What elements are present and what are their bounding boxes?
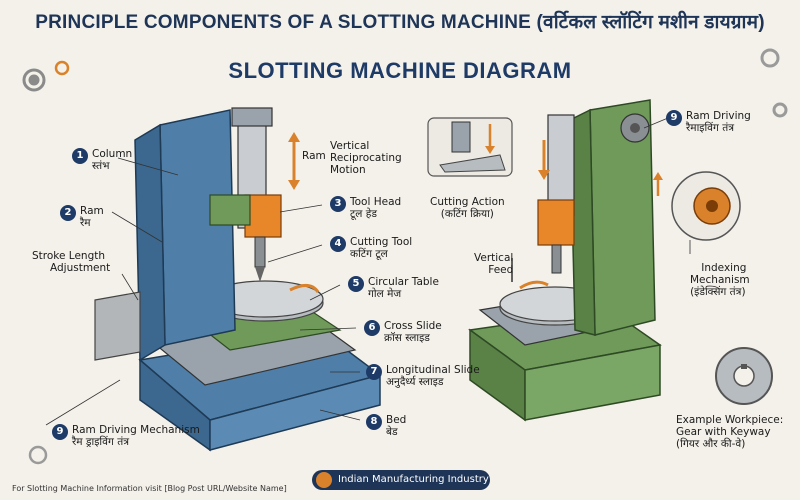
label-workpiece-b: Gear with Keyway	[676, 426, 771, 438]
label-cutting-action-en: Cutting Action	[430, 196, 505, 208]
label-circular-table-hi: गोल मेज	[368, 288, 402, 300]
label-ram-motion-ram: Ram	[302, 150, 326, 162]
label-indexing-b: Mechanism	[690, 274, 750, 286]
label-cross-slide-hi: क्रॉस स्लाइड	[384, 332, 430, 344]
label-cutting-tool-en: Cutting Tool	[350, 236, 413, 248]
label-ram-drive-left-en: Ram Driving Mechanism	[72, 424, 200, 436]
left-machine	[94, 107, 382, 452]
gear-icon-left-top-small	[54, 60, 70, 76]
label-workpiece-c: (गियर और की-वे)	[676, 438, 746, 450]
label-indexing-c: (इंडेक्सिंग तंत्र)	[690, 286, 746, 298]
label-number-2: 2	[60, 205, 76, 221]
label-circular-table-en: Circular Table	[368, 276, 439, 288]
label-ram-motion-b: Vertical	[330, 140, 370, 152]
label-cutting-action-hi: (कटिंग क्रिया)	[440, 208, 494, 220]
label-number-1: 1	[72, 148, 88, 164]
label-ram-motion: Vertical Reciprocating Motion	[330, 140, 402, 176]
gear-icon-right-top	[760, 48, 788, 118]
label-ram: Ram रैम	[80, 205, 104, 229]
label-number-6: 6	[364, 320, 380, 336]
label-column-hi: स्तंभ	[92, 160, 110, 172]
leader-lines	[45, 117, 691, 426]
label-long-slide-en: Longitudinal Slide	[386, 364, 480, 376]
label-ram-motion-d: Motion	[330, 164, 366, 176]
label-vertical-feed: Vertical Feed	[474, 252, 513, 276]
footer-note: For Slotting Machine Information visit […	[12, 484, 287, 493]
label-ram-drive-right-hi: रैमाइविंग तंत्र	[686, 122, 735, 134]
label-number-4: 4	[330, 236, 346, 252]
label-number-5: 5	[348, 276, 364, 292]
label-column: Column स्तंभ	[92, 148, 132, 172]
footer-brand-text: Indian Manufacturing Industry	[338, 474, 489, 485]
label-number-9-right: 9	[666, 110, 682, 126]
label-long-slide-hi: अनुदैर्ध्य स्लाइड	[386, 376, 444, 388]
label-cutting-action: Cutting Action (कटिंग क्रिया)	[430, 196, 505, 220]
gear-icon-left-bottom	[28, 445, 48, 465]
diagram-subtitle: SLOTTING MACHINE DIAGRAM	[228, 58, 572, 83]
label-vertical-feed-a: Vertical	[474, 252, 514, 264]
label-number-8: 8	[366, 414, 382, 430]
label-ram-hi: रैम	[80, 217, 91, 229]
label-bed: Bed बेड	[386, 414, 406, 438]
label-tool-head: Tool Head टूल हेड	[350, 196, 401, 220]
right-machine	[468, 99, 663, 422]
label-number-3: 3	[330, 196, 346, 212]
gear-workpiece-icon	[715, 347, 773, 405]
label-ram-driving-left: Ram Driving Mechanism रैम ड्राइविंग तंत्…	[72, 424, 200, 448]
label-ram-drive-left-hi: रैम ड्राइविंग तंत्र	[72, 436, 129, 448]
label-bed-hi: बेड	[386, 426, 398, 438]
brand-logo-icon	[316, 472, 332, 488]
label-tool-head-en: Tool Head	[350, 196, 402, 208]
label-bed-en: Bed	[386, 414, 407, 426]
cutting-action-inset	[427, 117, 513, 177]
label-circular-table: Circular Table गोल मेज	[368, 276, 439, 300]
gear-icon-left-top	[22, 68, 46, 92]
label-cutting-tool: Cutting Tool कटिंग टूल	[350, 236, 412, 260]
label-tool-head-hi: टूल हेड	[350, 208, 377, 220]
label-stroke-en2: Adjustment	[50, 262, 111, 274]
label-cross-slide: Cross Slide क्रॉस स्लाइड	[384, 320, 442, 344]
label-indexing-a: Indexing	[701, 262, 747, 274]
label-cutting-tool-hi: कटिंग टूल	[350, 248, 388, 260]
label-cross-slide-en: Cross Slide	[384, 320, 442, 332]
footer-brand-banner: Indian Manufacturing Industry	[312, 470, 490, 490]
label-ram-motion-c: Reciprocating	[330, 152, 402, 164]
label-stroke-length: Stroke Length Adjustment	[32, 250, 110, 274]
label-number-7: 7	[366, 364, 382, 380]
label-number-9-left: 9	[52, 424, 68, 440]
label-indexing-mechanism: Indexing Mechanism (इंडेक्सिंग तंत्र)	[686, 262, 750, 298]
label-ram-en: Ram	[80, 205, 104, 217]
label-example-workpiece: Example Workpiece: Gear with Keyway (गिय…	[676, 414, 783, 450]
label-ram-drive-right-en: Ram Driving	[686, 110, 751, 122]
label-stroke-en: Stroke Length	[32, 250, 106, 262]
label-column-en: Column	[92, 148, 133, 160]
label-workpiece-a: Example Workpiece:	[676, 414, 784, 426]
indexing-mechanism-inset	[671, 171, 741, 241]
label-vertical-feed-b: Feed	[488, 264, 514, 276]
label-longitudinal-slide: Longitudinal Slide अनुदैर्ध्य स्लाइड	[386, 364, 480, 388]
main-title: PRINCIPLE COMPONENTS OF A SLOTTING MACHI…	[35, 12, 765, 33]
label-ram-driving-right: Ram Driving रैमाइविंग तंत्र	[686, 110, 751, 134]
